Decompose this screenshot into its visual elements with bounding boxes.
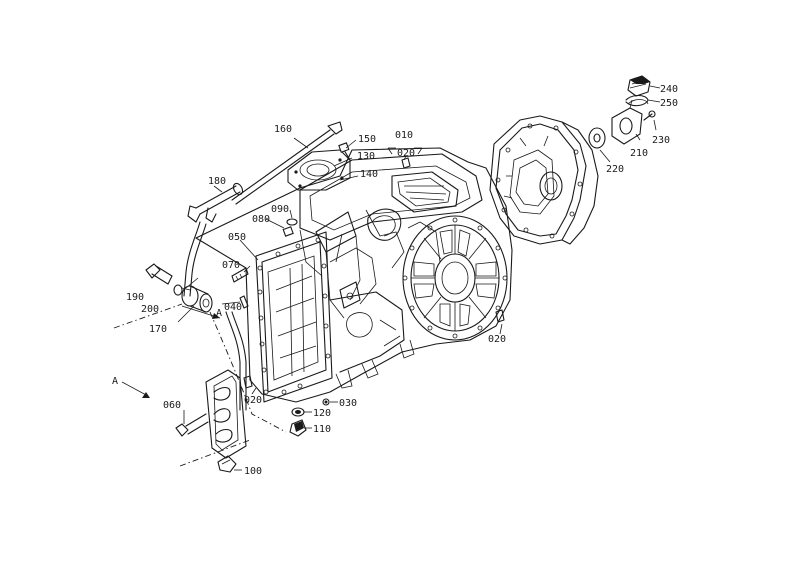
- label-150: 150: [358, 134, 376, 145]
- label-050: 050: [228, 232, 246, 243]
- label-030: 030: [339, 398, 357, 409]
- spring-250: [625, 94, 649, 107]
- label-120: 120: [313, 408, 331, 419]
- label-010: 010: [395, 130, 413, 141]
- washer-120: [291, 407, 305, 417]
- washer-220: [588, 127, 606, 149]
- label-090: 090: [271, 204, 289, 215]
- drain-plug-110: [289, 419, 307, 437]
- washer-200: [173, 284, 183, 296]
- bolt-060: [175, 413, 209, 437]
- transmission-case: [195, 147, 513, 403]
- label-100: 100: [244, 466, 262, 477]
- label-190: 190: [126, 292, 144, 303]
- leader-lines: [177, 85, 661, 471]
- label-020-left: 020: [244, 395, 262, 406]
- label-230: 230: [652, 135, 670, 146]
- bolt-190: [145, 263, 173, 285]
- label-240: 240: [660, 84, 678, 95]
- side-cover-plate: [205, 369, 247, 459]
- rod-160: [231, 121, 343, 205]
- label-080: 080: [252, 214, 270, 225]
- part-number-labels: 010 020 020 020 030 040 050 060 070 080 …: [112, 84, 678, 477]
- label-250: 250: [660, 98, 678, 109]
- label-020-right: 020: [488, 334, 506, 345]
- dowel-pins-020: [243, 157, 505, 389]
- cap-240: [627, 75, 651, 97]
- bolt-230: [643, 110, 656, 121]
- label-110: 110: [313, 424, 331, 435]
- label-040: 040: [224, 302, 242, 313]
- bracket-210: [611, 99, 643, 145]
- tube-assembly: [183, 221, 247, 411]
- pin-040: [239, 295, 249, 309]
- label-view-a-left: A: [112, 376, 118, 387]
- left-flange-bolt-holes: [257, 237, 331, 395]
- label-020-top: 020: [397, 148, 415, 159]
- washer-090: [286, 218, 298, 226]
- connector-170: [181, 285, 213, 313]
- plug-080: [282, 226, 294, 237]
- label-220: 220: [606, 164, 624, 175]
- label-070: 070: [222, 260, 240, 271]
- label-060: 060: [163, 400, 181, 411]
- label-210: 210: [630, 148, 648, 159]
- label-170: 170: [149, 324, 167, 335]
- pipe-180: [187, 182, 244, 223]
- label-200: 200: [141, 304, 159, 315]
- plug-100: [217, 455, 237, 473]
- bolt-150: [338, 142, 351, 161]
- label-160: 160: [274, 124, 292, 135]
- rear-housing: [489, 115, 599, 245]
- plug-030: [322, 398, 330, 406]
- rear-round-flange: [402, 215, 508, 341]
- label-180: 180: [208, 176, 226, 187]
- label-view-a-upper: A: [216, 308, 222, 319]
- view-a-section-lines: [113, 303, 287, 467]
- label-140: 140: [360, 169, 378, 180]
- label-130: 130: [357, 151, 375, 162]
- stud-070: [231, 267, 249, 283]
